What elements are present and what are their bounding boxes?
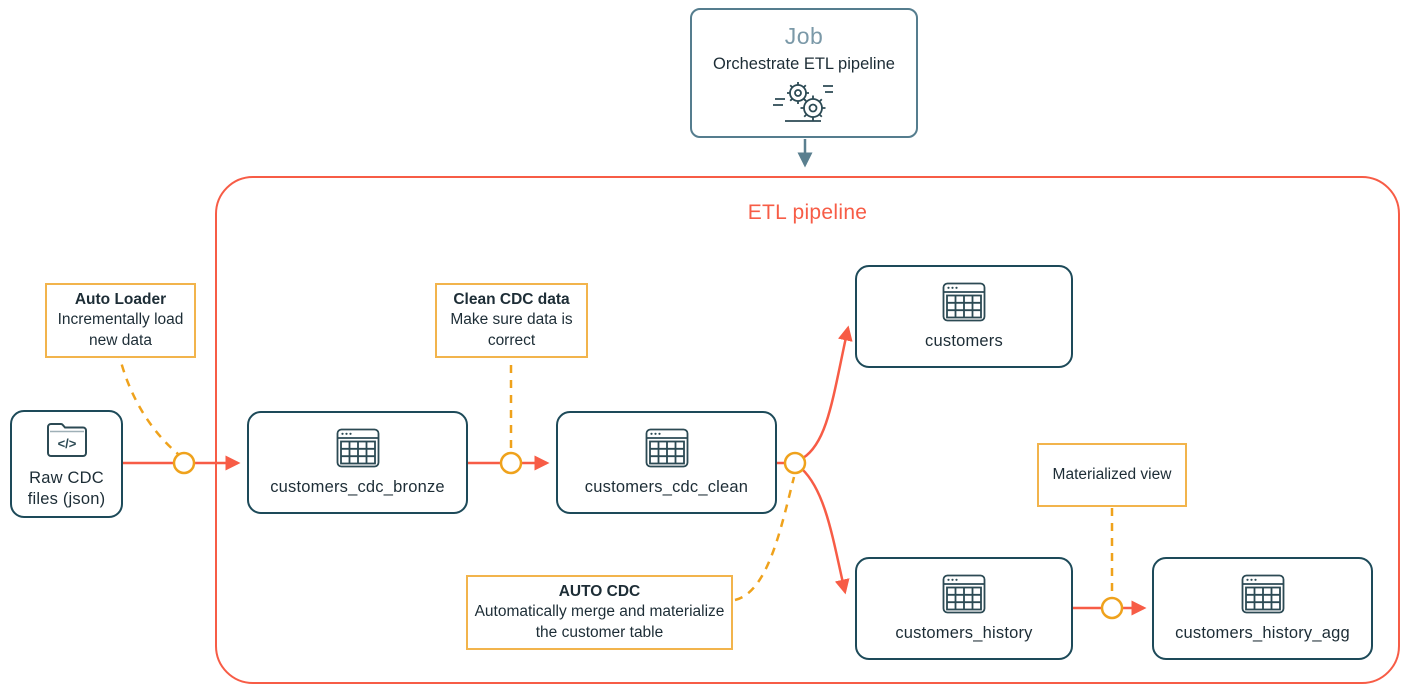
- svg-text:</>: </>: [57, 436, 76, 451]
- node-label: customers_history: [895, 623, 1033, 642]
- node-customers-history-agg: customers_history_agg: [1152, 557, 1373, 660]
- table-icon: [1241, 574, 1285, 614]
- annotation-materialized-view: Materialized view: [1037, 443, 1187, 507]
- table-icon: [942, 282, 986, 322]
- node-customers-cdc-clean: customers_cdc_clean: [556, 411, 777, 514]
- gears-automation-icon: [773, 79, 835, 123]
- job-box: Job Orchestrate ETL pipeline: [690, 8, 918, 138]
- annotation-clean-cdc-data: Clean CDC data Make sure data is correct: [435, 283, 588, 359]
- node-customers-history: customers_history: [855, 557, 1073, 660]
- annotation-auto-loader: Auto Loader Incrementally load new data: [45, 283, 196, 359]
- job-title: Job: [784, 23, 824, 49]
- dash-auto-loader-to-junction: [116, 349, 179, 455]
- node-label: Raw CDC files (json): [27, 468, 106, 508]
- node-label: customers_cdc_clean: [584, 477, 749, 496]
- node-label: customers_history_agg: [1175, 623, 1350, 642]
- pipeline-title: ETL pipeline: [747, 201, 868, 224]
- annotation-auto-cdc: AUTO CDC Automatically merge and materia…: [466, 575, 733, 651]
- annotation-body: Automatically merge and materialize the …: [474, 603, 725, 641]
- junction-circle-auto-loader: [172, 451, 196, 475]
- annotation-body: Incrementally load new data: [57, 311, 184, 349]
- node-label: customers: [925, 331, 1003, 350]
- annotation-title: AUTO CDC: [558, 583, 641, 600]
- annotation-body: Make sure data is correct: [450, 311, 573, 349]
- annotation-body: Materialized view: [1052, 465, 1172, 483]
- annotation-title: Auto Loader: [74, 291, 167, 308]
- annotation-title: Clean CDC data: [453, 291, 570, 308]
- code-folder-icon: </>: [43, 419, 91, 459]
- node-raw-cdc-files: </> Raw CDC files (json): [10, 410, 123, 518]
- job-subtitle: Orchestrate ETL pipeline: [713, 55, 895, 73]
- table-icon: [336, 428, 380, 468]
- table-icon: [942, 574, 986, 614]
- table-icon: [645, 428, 689, 468]
- node-customers-cdc-bronze: customers_cdc_bronze: [247, 411, 468, 514]
- node-label: customers_cdc_bronze: [270, 477, 445, 496]
- node-customers: customers: [855, 265, 1073, 368]
